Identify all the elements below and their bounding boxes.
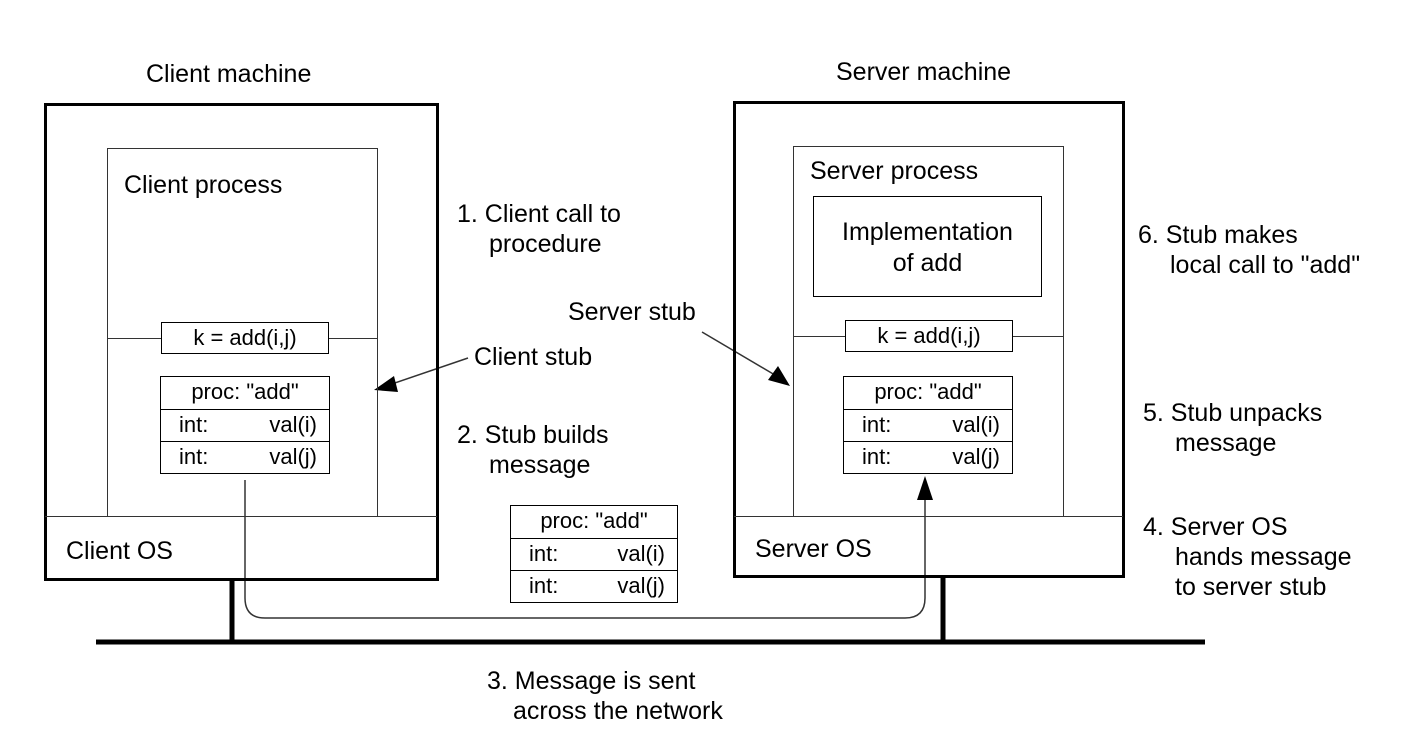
transit-message-value-i: val(i)	[617, 541, 665, 566]
client-machine-box	[44, 103, 439, 581]
client-os-label: Client OS	[66, 537, 173, 565]
transit-message-type-i: int:	[529, 541, 559, 566]
transit-message-row-i: int: val(i)	[511, 538, 677, 570]
step-4-line-3: to server stub	[1175, 573, 1327, 601]
step-5-annotation: 5. Stub unpacks message	[1143, 398, 1322, 458]
step-4-line-2: hands message	[1175, 543, 1352, 571]
transit-message-value-j: val(j)	[617, 573, 665, 598]
message-path	[244, 480, 926, 619]
step-4-annotation: 4. Server OS hands message to server stu…	[1143, 512, 1352, 602]
step-5-line-2: message	[1175, 429, 1277, 457]
transit-message-row-j: int: val(j)	[511, 570, 677, 602]
client-message-row-i: int: val(i)	[161, 409, 329, 441]
server-stub-label: Server stub	[568, 298, 696, 326]
server-message-proc-row: proc: "add"	[874, 379, 982, 404]
server-message-row-j: int: val(j)	[844, 441, 1012, 473]
step-2-annotation: 2. Stub builds message	[457, 420, 609, 480]
step-1-line-2: procedure	[489, 230, 602, 258]
step-6-line-2: local call to "add"	[1170, 251, 1361, 279]
client-message-proc-row: proc: "add"	[191, 379, 299, 404]
step-3-line-2: across the network	[513, 697, 723, 725]
implementation-line-1: Implementation	[842, 218, 1013, 246]
server-process-box	[793, 146, 1064, 516]
implementation-line-2: of add	[892, 249, 963, 277]
implementation-box: Implementation of add	[813, 196, 1042, 297]
transit-message-proc-row: proc: "add"	[540, 508, 648, 533]
step-3-line-1: 3. Message is sent	[487, 667, 696, 695]
client-message-row-j: int: val(j)	[161, 441, 329, 473]
step-5-line-1: 5. Stub unpacks	[1143, 399, 1323, 427]
server-os-label: Server OS	[755, 535, 872, 563]
server-process-label: Server process	[810, 157, 979, 185]
step-1-annotation: 1. Client call to procedure	[457, 199, 621, 259]
step-4-line-1: 4. Server OS	[1143, 513, 1288, 541]
step-6-line-1: 6. Stub makes	[1138, 221, 1298, 249]
client-os-divider	[45, 516, 437, 517]
server-stub-pointer	[701, 331, 781, 379]
server-message-box: proc: "add" int: val(i) int: val(j)	[843, 376, 1013, 474]
step-2-line-1: 2. Stub builds	[457, 421, 609, 449]
step-2-line-2: message	[489, 451, 591, 479]
client-message-value-j: val(j)	[269, 444, 317, 469]
client-message-type-i: int:	[179, 412, 209, 437]
transit-message-type-j: int:	[529, 573, 559, 598]
client-stub-pointer	[385, 357, 469, 387]
server-message-value-j: val(j)	[952, 444, 1000, 469]
client-message-value-i: val(i)	[269, 412, 317, 437]
server-call-box: k = add(i,j)	[845, 320, 1013, 352]
message-path-arrowhead	[917, 476, 933, 500]
client-stub-arrowhead	[374, 376, 398, 392]
server-os-divider	[734, 516, 1123, 517]
step-6-annotation: 6. Stub makes local call to "add"	[1138, 220, 1360, 280]
client-machine-title: Client machine	[146, 60, 312, 88]
server-message-type-j: int:	[862, 444, 892, 469]
server-machine-title: Server machine	[836, 58, 1012, 86]
client-stub-label: Client stub	[474, 343, 593, 371]
server-message-value-i: val(i)	[952, 412, 1000, 437]
step-1-line-1: 1. Client call to	[457, 200, 621, 228]
server-stub-arrowhead	[768, 366, 790, 386]
client-process-label: Client process	[124, 171, 283, 199]
server-message-row-i: int: val(i)	[844, 409, 1012, 441]
transit-message-box: proc: "add" int: val(i) int: val(j)	[510, 505, 678, 603]
server-machine-box	[733, 101, 1125, 578]
client-message-box: proc: "add" int: val(i) int: val(j)	[160, 376, 330, 474]
client-message-type-j: int:	[179, 444, 209, 469]
client-call-box: k = add(i,j)	[161, 322, 329, 354]
step-3-annotation: 3. Message is sent across the network	[487, 666, 723, 726]
server-message-type-i: int:	[862, 412, 892, 437]
client-process-box	[107, 148, 378, 517]
